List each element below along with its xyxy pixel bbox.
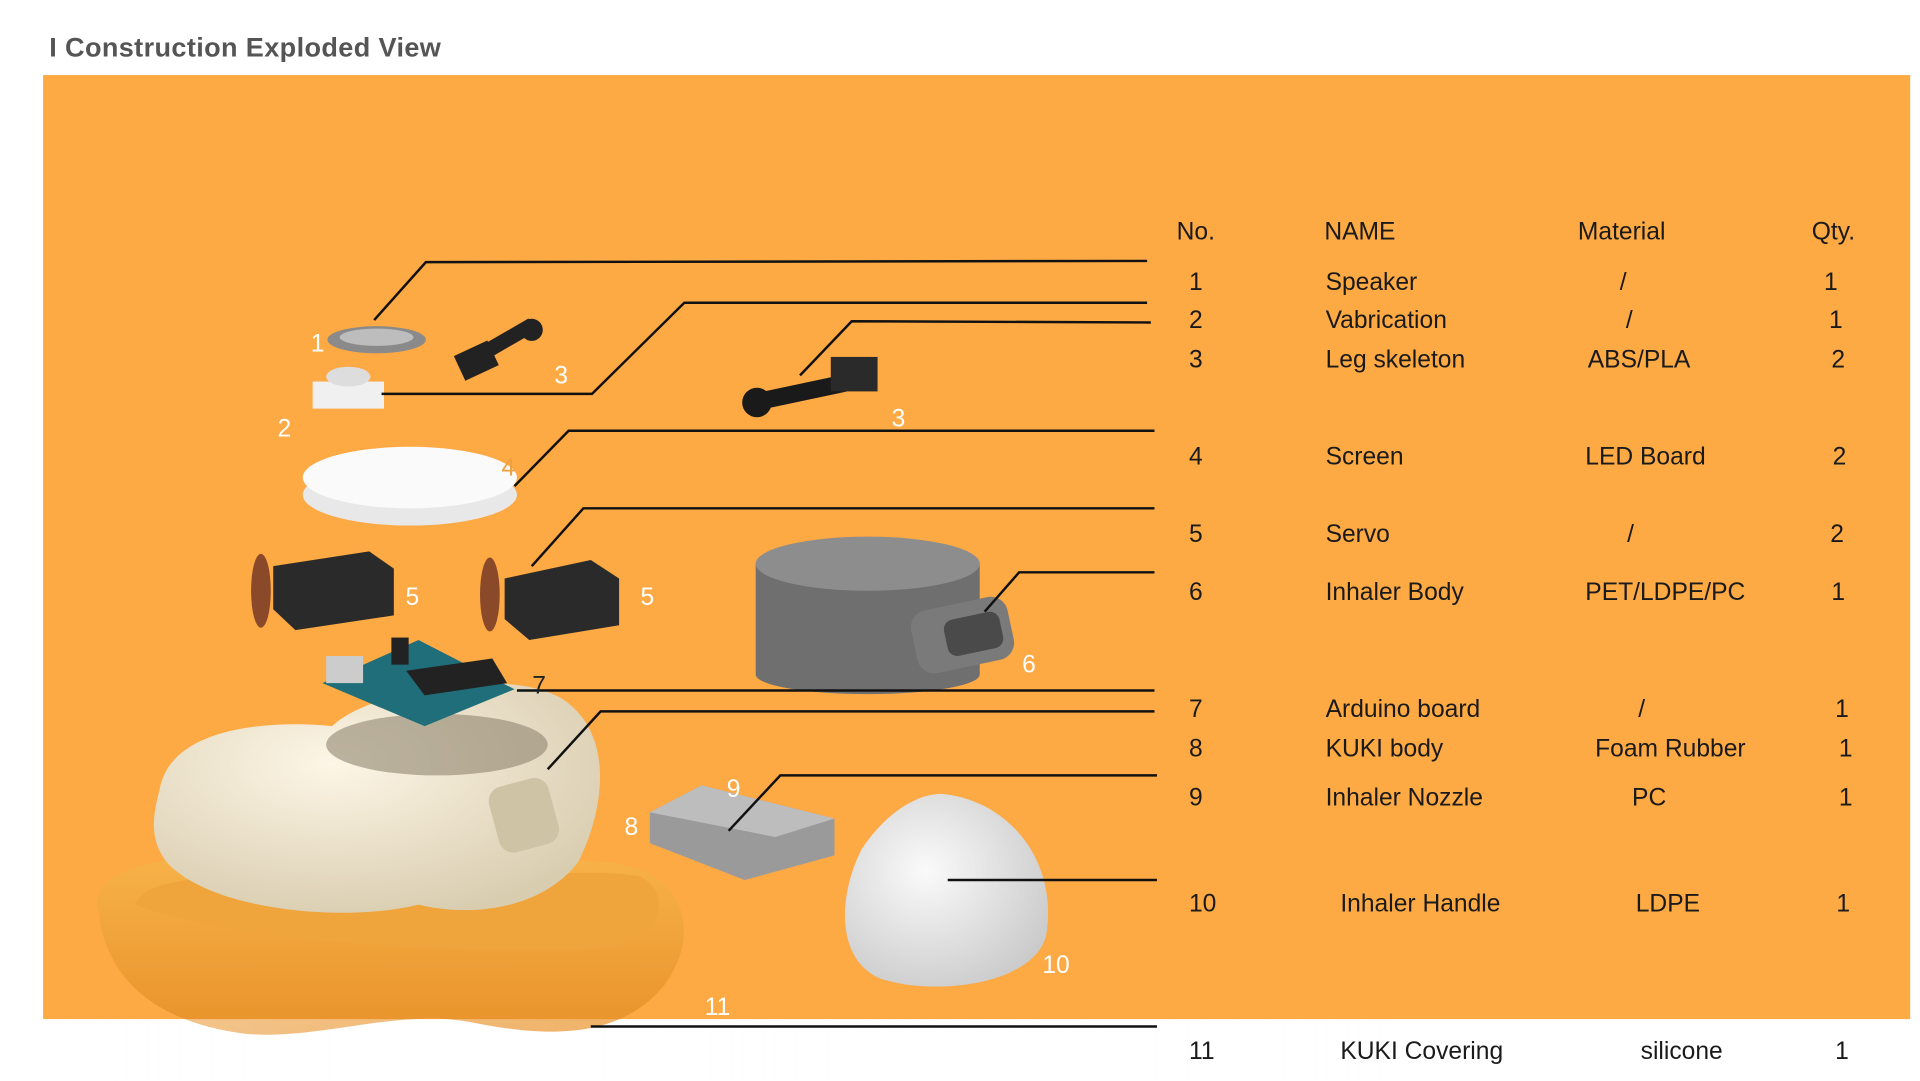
row-no: 7 [1188,696,1203,724]
leader-line-9 [727,774,1157,832]
callout-3: 3 [554,362,569,390]
row-name: Inhaler Handle [1340,890,1501,918]
callout-10: 10 [1042,952,1070,980]
row-no: 3 [1188,346,1203,374]
row-material: silicone [1640,1038,1723,1066]
row-no: 2 [1188,307,1203,335]
row-no: 9 [1188,784,1203,812]
leader-lines [373,259,1157,1028]
row-name: Leg skeleton [1325,346,1466,374]
leader-line-8 [546,710,1155,771]
leader-line-6 [983,571,1155,613]
row-material: / [1619,268,1627,297]
servo-part [251,551,620,641]
row-name: Inhaler Body [1325,579,1464,607]
row-material: ABS/PLA [1587,346,1691,374]
row-no: 4 [1188,443,1203,471]
row-material: / [1625,307,1633,335]
row-qty: 2 [1830,521,1844,549]
row-name: Arduino board [1325,696,1481,724]
page-title: I Construction Exploded View [49,32,442,63]
row-material: / [1638,696,1646,724]
callout-5: 5 [405,584,420,612]
callout-11: 11 [704,993,731,1021]
header-no: No. [1176,218,1215,246]
callout-3b: 3 [891,405,906,433]
callout-4: 4 [501,454,516,482]
row-material: LDPE [1635,890,1701,918]
row-name: KUKI Covering [1340,1038,1504,1066]
row-material: LED Board [1585,443,1706,471]
row-name: Inhaler Nozzle [1325,784,1483,812]
inhaler-nozzle-part [649,785,835,881]
row-material: Foam Rubber [1595,735,1746,763]
row-qty: 1 [1836,890,1851,918]
row-name: Servo [1325,521,1390,549]
row-qty: 1 [1838,735,1853,763]
row-name: Speaker [1325,268,1418,297]
callout-9: 9 [726,776,741,804]
row-qty: 1 [1835,696,1849,724]
row-qty: 2 [1832,443,1847,471]
row-no: 8 [1188,735,1203,763]
leader-line-2 [381,301,1148,396]
leader-line-5 [530,507,1155,567]
leader-line-1 [373,259,1148,321]
row-no: 1 [1188,268,1203,297]
header-qty: Qty. [1811,218,1856,246]
leg-skeleton-part [453,318,878,418]
row-material: PC [1632,784,1667,812]
callout-5b: 5 [640,584,655,612]
leader-line-4 [513,429,1155,488]
callout-1: 1 [310,330,325,358]
row-qty: 1 [1835,1038,1849,1066]
row-qty: 1 [1828,307,1843,335]
row-no: 10 [1188,890,1217,918]
row-no: 5 [1188,521,1203,549]
row-material: / [1627,521,1634,549]
leader-line-3 [799,320,1151,377]
row-name: Screen [1325,443,1404,471]
row-no: 6 [1188,579,1203,607]
row-material: PET/LDPE/PC [1585,579,1746,607]
row-qty: 2 [1831,346,1846,374]
header-name: NAME [1324,218,1396,246]
row-qty: 1 [1831,579,1846,607]
row-name: Vabrication [1325,307,1447,335]
header-material: Material [1577,218,1666,246]
row-qty: 1 [1824,268,1838,297]
inhaler-body-part [755,536,1015,695]
row-qty: 1 [1838,784,1853,812]
inhaler-handle-part [844,793,1049,987]
row-no: 11 [1188,1038,1215,1066]
callout-2: 2 [277,415,292,443]
row-name: KUKI body [1325,735,1444,763]
callout-6: 6 [1022,651,1036,679]
callout-8: 8 [624,814,639,842]
callout-7: 7 [532,672,546,700]
